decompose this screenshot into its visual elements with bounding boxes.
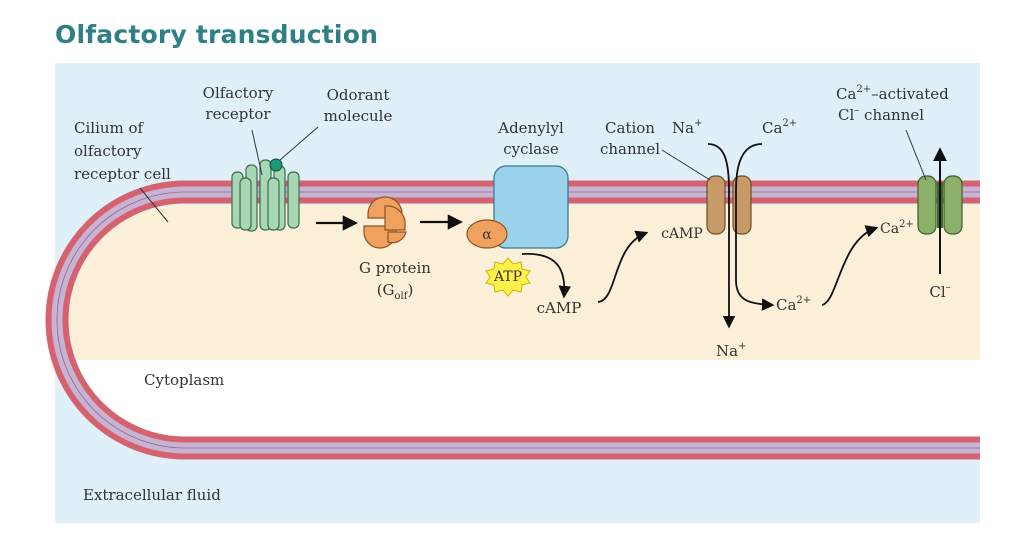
arrow-atp-to-camp <box>521 253 572 299</box>
label-camp-product: cAMP <box>537 299 582 317</box>
label-ca-outside: Ca2+ <box>762 118 797 137</box>
label-cl-inside: Cl– <box>929 282 950 301</box>
label-camp-channel: cAMP <box>661 226 703 242</box>
leader-receptor <box>251 129 263 176</box>
label-na-inside: Na+ <box>716 341 746 360</box>
g-alpha-subunit <box>466 219 508 249</box>
atp-burst <box>485 257 531 297</box>
arrow-camp-to-cation-channel <box>597 230 649 303</box>
leader-cilium <box>139 187 169 223</box>
label-ca-cl-channel: Ca2+ <box>880 219 914 237</box>
label-ca-activated: Ca2+–activated <box>836 84 949 103</box>
cytoplasm-lower-region <box>55 335 980 454</box>
arrow-na-influx <box>707 143 736 329</box>
page-title: Olfactory transduction <box>55 20 379 49</box>
label-ca-inside: Ca2+ <box>776 295 811 314</box>
leader-odorant <box>279 126 319 161</box>
label-atp: ATP <box>493 269 522 285</box>
label-na-outside: Na+ <box>672 118 702 137</box>
adenylyl-cyclase <box>493 165 569 249</box>
label-g-protein: G protein <box>359 259 431 277</box>
arrow-ca-influx <box>735 143 775 311</box>
label-g-olf: (Golf) <box>377 281 414 302</box>
label-alpha: α <box>482 227 492 243</box>
label-cytoplasm: Cytoplasm <box>144 371 224 389</box>
arrow-ca-to-cl-channel <box>821 225 879 306</box>
odorant-molecule <box>269 158 283 172</box>
olfactory-receptor <box>231 159 300 232</box>
leader-cation-channel <box>661 149 711 181</box>
label-cl-channel: Cl– channel <box>838 105 924 124</box>
cl-channel <box>917 175 963 235</box>
g-protein <box>363 196 407 249</box>
cation-channel <box>706 175 752 235</box>
label-extracellular-fluid: Extracellular fluid <box>83 486 221 504</box>
membrane-line <box>56 191 980 449</box>
leader-cl-channel <box>905 129 927 181</box>
